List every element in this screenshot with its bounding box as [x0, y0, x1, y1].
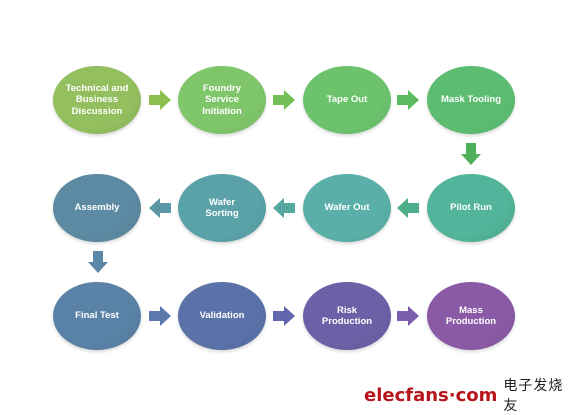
node-risk-production: Risk Production: [303, 282, 391, 350]
node-wafer-sorting: Wafer Sorting: [178, 174, 266, 242]
node-technical-business-discussion: Technical and Business Discussion: [53, 66, 141, 134]
node-wafer-out: Wafer Out: [303, 174, 391, 242]
node-assembly: Assembly: [53, 174, 141, 242]
arrow-down-icon: [461, 143, 481, 165]
node-foundry-service-initiation: Foundry Service Initiation: [178, 66, 266, 134]
arrow-left-icon: [273, 198, 295, 218]
arrow-left-icon: [397, 198, 419, 218]
arrow-right-icon: [149, 90, 171, 110]
arrow-left-icon: [149, 198, 171, 218]
node-validation: Validation: [178, 282, 266, 350]
node-pilot-run: Pilot Run: [427, 174, 515, 242]
arrow-right-icon: [149, 306, 171, 326]
watermark: elecfans·com 电子发烧友: [364, 378, 571, 414]
arrow-right-icon: [397, 306, 419, 326]
arrow-down-icon: [88, 251, 108, 273]
watermark-logo: elecfans·com: [364, 384, 498, 406]
watermark-chinese-text: 电子发烧友: [503, 378, 564, 414]
arrow-right-icon: [273, 90, 295, 110]
arrow-right-icon: [273, 306, 295, 326]
node-mask-tooling: Mask Tooling: [427, 66, 515, 134]
node-mass-production: Mass Production: [427, 282, 515, 350]
node-final-test: Final Test: [53, 282, 141, 350]
node-tape-out: Tape Out: [303, 66, 391, 134]
arrow-right-icon: [397, 90, 419, 110]
